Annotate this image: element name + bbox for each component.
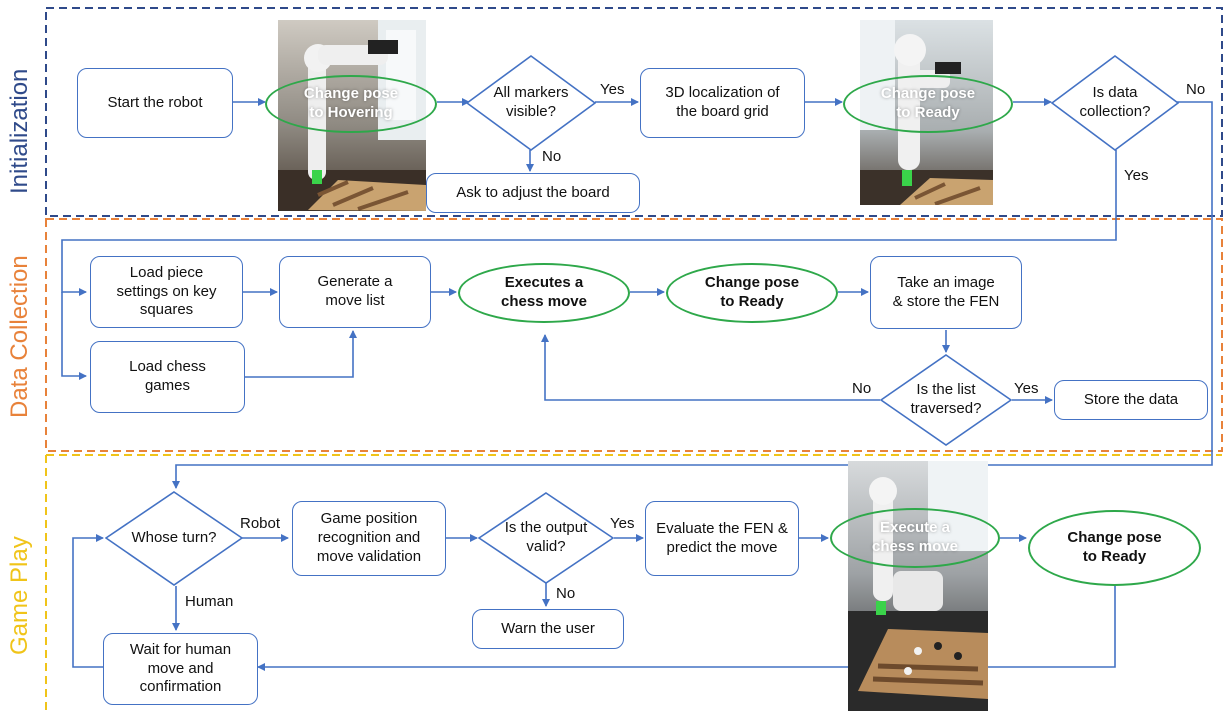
all-markers-visible-decision: All markers visible? xyxy=(466,55,596,151)
section-label-data-collection: Data Collection xyxy=(6,255,33,418)
traversed-yes-label: Yes xyxy=(1014,380,1039,397)
human-label: Human xyxy=(185,593,234,610)
section-label-initialization: Initialization xyxy=(6,68,33,194)
wait-human-box: Wait for human move and confirmation xyxy=(103,633,258,705)
adjust-board-box: Ask to adjust the board xyxy=(426,173,640,213)
whose-turn-decision: Whose turn? xyxy=(105,491,243,586)
take-image-box: Take an image & store the FEN xyxy=(870,256,1022,329)
list-traversed-decision: Is the list traversed? xyxy=(880,354,1012,446)
change-pose-ready-ellipse-gp: Change pose to Ready xyxy=(1028,510,1201,586)
change-pose-ready-ellipse-dc: Change pose to Ready xyxy=(666,263,838,323)
collection-yes-label: Yes xyxy=(1124,167,1149,184)
evaluate-fen-box: Evaluate the FEN & predict the move xyxy=(645,501,799,576)
executes-move-ellipse: Executes a chess move xyxy=(458,263,630,323)
change-pose-ready-ellipse-init: Change pose to Ready xyxy=(843,75,1013,133)
is-data-collection-text: Is data collection? xyxy=(1079,84,1151,120)
all-markers-visible-text: All markers visible? xyxy=(493,84,569,120)
output-valid-text: Is the output valid? xyxy=(504,519,588,555)
valid-no-label: No xyxy=(556,585,576,602)
section-label-game-play: Game Play xyxy=(6,536,33,655)
localization-box: 3D localization of the board grid xyxy=(640,68,805,138)
generate-move-list-box: Generate a move list xyxy=(279,256,431,328)
execute-move-ellipse: Execute a chess move xyxy=(830,508,1000,568)
store-data-box: Store the data xyxy=(1054,380,1208,420)
load-chess-games-box: Load chess games xyxy=(90,341,245,413)
initialization-frame xyxy=(45,7,1223,217)
collection-no-label: No xyxy=(1186,81,1206,98)
robot-label: Robot xyxy=(240,515,281,532)
markers-no-label: No xyxy=(542,148,562,165)
valid-yes-label: Yes xyxy=(610,515,635,532)
output-valid-decision: Is the output valid? xyxy=(478,492,614,584)
load-piece-settings-box: Load piece settings on key squares xyxy=(90,256,243,328)
robot-photo-execute-move xyxy=(848,461,988,711)
change-pose-hovering-ellipse: Change pose to Hovering xyxy=(265,75,437,133)
start-robot-box: Start the robot xyxy=(77,68,233,138)
is-data-collection-decision: Is data collection? xyxy=(1051,55,1179,151)
warn-user-box: Warn the user xyxy=(472,609,624,649)
data-collection-frame xyxy=(45,218,1223,452)
position-recognition-box: Game position recognition and move valid… xyxy=(292,501,446,576)
markers-yes-label: Yes xyxy=(600,81,625,98)
list-traversed-text: Is the list traversed? xyxy=(910,381,982,417)
whose-turn-text: Whose turn? xyxy=(131,529,217,547)
traversed-no-label: No xyxy=(852,380,872,397)
